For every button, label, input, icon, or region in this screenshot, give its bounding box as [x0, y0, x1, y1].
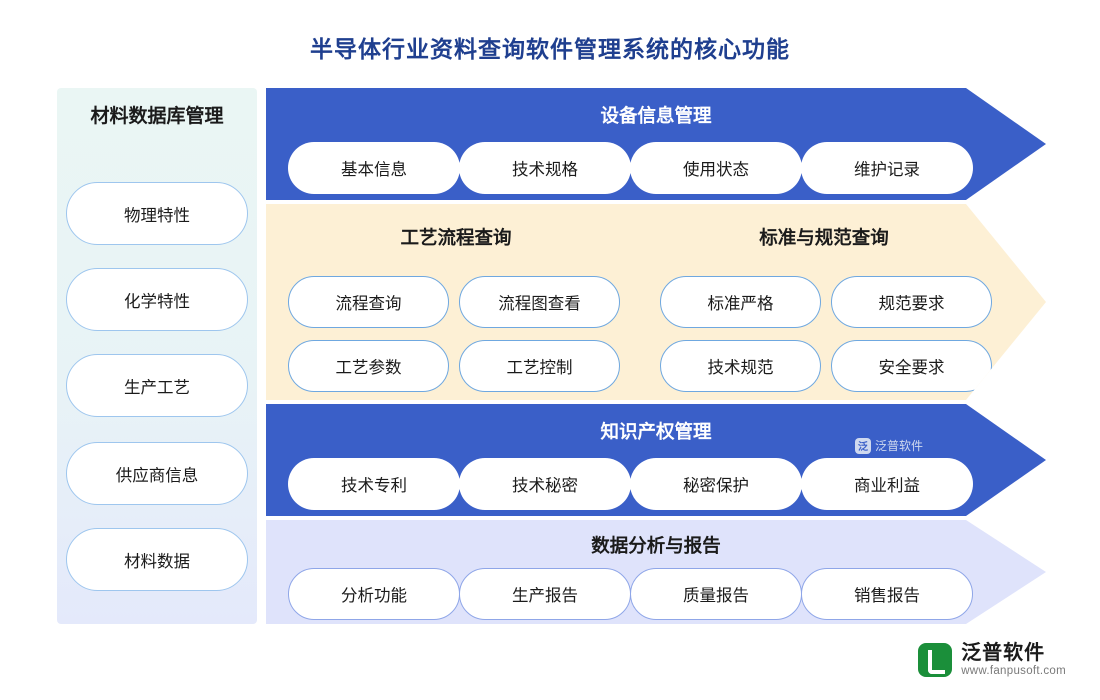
- band-equipment-item-1[interactable]: 技术规格: [459, 142, 631, 194]
- watermark-label: 泛普软件: [875, 439, 924, 453]
- band-ip-item-0[interactable]: 技术专利: [288, 458, 460, 510]
- brand-logo: 泛普软件 www.fanpusoft.com: [918, 642, 1066, 678]
- band-ip-item-2[interactable]: 秘密保护: [630, 458, 802, 510]
- pill-label: 工艺参数: [335, 359, 402, 377]
- band-ip-item-3[interactable]: 商业利益: [801, 458, 973, 510]
- pill-label: 销售报告: [854, 587, 920, 605]
- pill-label: 生产报告: [512, 587, 578, 605]
- band-report-title: 数据分析与报告: [591, 535, 721, 556]
- pill-label: 基本信息: [341, 161, 407, 179]
- pill-label: 使用状态: [683, 161, 749, 179]
- material-database-panel-title: 材料数据库管理: [90, 106, 224, 127]
- left-item-label: 生产工艺: [124, 378, 190, 397]
- left-item-label: 物理特性: [124, 206, 190, 225]
- band-report-item-3[interactable]: 销售报告: [801, 568, 973, 620]
- pill-label: 流程查询: [335, 295, 402, 313]
- left-item-2[interactable]: 生产工艺: [66, 354, 248, 417]
- left-item-label: 化学特性: [124, 292, 190, 311]
- band-standards-item-3[interactable]: 安全要求: [831, 340, 992, 392]
- band-standards-item-0[interactable]: 标准严格: [660, 276, 821, 328]
- band-divider: [640, 214, 642, 390]
- watermark-inline: 泛 泛普软件: [855, 437, 923, 454]
- pill-label: 维护记录: [854, 161, 920, 179]
- band-process-item-0[interactable]: 流程查询: [288, 276, 449, 328]
- pill-label: 安全要求: [878, 359, 945, 377]
- band-equipment-item-0[interactable]: 基本信息: [288, 142, 460, 194]
- band-report-item-1[interactable]: 生产报告: [459, 568, 631, 620]
- band-standards-item-2[interactable]: 技术规范: [660, 340, 821, 392]
- band-ip-item-1[interactable]: 技术秘密: [459, 458, 631, 510]
- left-item-4[interactable]: 材料数据: [66, 528, 248, 591]
- pill-label: 技术规格: [512, 161, 578, 179]
- band-ip-title: 知识产权管理: [600, 421, 712, 442]
- band-ip: 知识产权管理 技术专利 技术秘密 秘密保护 商业利益: [266, 404, 1046, 516]
- band-process-item-2[interactable]: 工艺参数: [288, 340, 449, 392]
- band-equipment-item-3[interactable]: 维护记录: [801, 142, 973, 194]
- band-process-item-1[interactable]: 流程图查看: [459, 276, 620, 328]
- left-item-1[interactable]: 化学特性: [66, 268, 248, 331]
- left-item-3[interactable]: 供应商信息: [66, 442, 248, 505]
- band-process-standards: 工艺流程查询 标准与规范查询 流程查询 流程图查看 工艺参数 工艺控制 标准严格…: [266, 204, 1046, 400]
- band-standards-item-1[interactable]: 规范要求: [831, 276, 992, 328]
- band-report-item-0[interactable]: 分析功能: [288, 568, 460, 620]
- band-standards-title: 标准与规范查询: [759, 227, 889, 248]
- pill-label: 工艺控制: [506, 359, 573, 377]
- band-report: 数据分析与报告 分析功能 生产报告 质量报告 销售报告: [266, 520, 1046, 624]
- pill-label: 规范要求: [878, 295, 945, 313]
- left-item-label: 材料数据: [124, 552, 190, 571]
- pill-label: 技术规范: [707, 359, 774, 377]
- fanpu-logo-icon: [918, 642, 953, 677]
- pill-label: 秘密保护: [683, 477, 749, 495]
- band-equipment-title: 设备信息管理: [600, 105, 712, 126]
- left-item-label: 供应商信息: [115, 466, 199, 485]
- pill-label: 流程图查看: [498, 295, 581, 313]
- pill-label: 质量报告: [683, 587, 749, 605]
- brand-name: 泛普软件: [961, 641, 1046, 664]
- page-title: 半导体行业资料查询软件管理系统的核心功能: [310, 36, 790, 62]
- band-equipment: 设备信息管理 基本信息 技术规格 使用状态 维护记录: [266, 88, 1046, 200]
- brand-url: www.fanpusoft.com: [961, 664, 1066, 677]
- pill-label: 技术专利: [341, 477, 407, 495]
- pill-label: 分析功能: [341, 587, 407, 605]
- band-report-item-2[interactable]: 质量报告: [630, 568, 802, 620]
- band-process-item-3[interactable]: 工艺控制: [459, 340, 620, 392]
- pill-label: 商业利益: [854, 477, 920, 495]
- watermark-badge-icon: 泛: [855, 437, 871, 454]
- band-process-title: 工艺流程查询: [400, 227, 512, 248]
- brand-text: 泛普软件 www.fanpusoft.com: [961, 642, 1066, 678]
- left-item-0[interactable]: 物理特性: [66, 182, 248, 245]
- pill-label: 标准严格: [707, 295, 774, 313]
- pill-label: 技术秘密: [512, 477, 578, 495]
- band-equipment-item-2[interactable]: 使用状态: [630, 142, 802, 194]
